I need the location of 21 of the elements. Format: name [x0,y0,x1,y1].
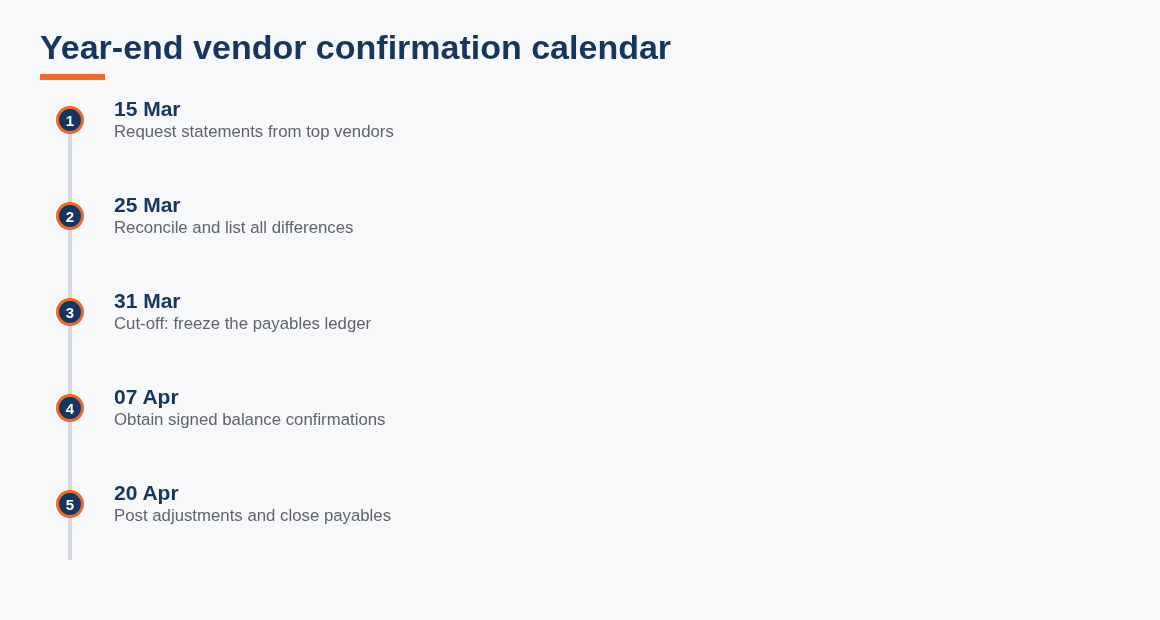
step-number-circle [56,394,84,422]
milestone-date: 15 Mar [114,98,181,120]
title: Year-end vendor confirmation calendar [40,27,672,68]
step-number: 2 [65,207,75,225]
milestone-date: 25 Mar [114,194,181,216]
milestone-description: Cut-off: freeze the payables ledger [114,313,372,335]
milestone-description: Obtain signed balance confirmations [114,409,386,431]
milestone-date: 20 Apr [114,482,179,504]
milestone-date: 31 Mar [114,290,181,312]
milestone-description: Post adjustments and close payables [114,505,392,527]
step-number-circle [56,202,84,230]
step-number: 3 [65,303,75,321]
step-number: 4 [65,399,75,417]
milestone-description: Request statements from top vendors [114,121,394,143]
milestone-date: 07 Apr [114,386,179,408]
step-number-circle [56,298,84,326]
step-number-circle [56,490,84,518]
step-number: 1 [65,111,75,129]
step-number-circle [56,106,84,134]
milestone-description: Reconcile and list all differences [114,217,354,239]
step-number: 5 [65,495,75,513]
